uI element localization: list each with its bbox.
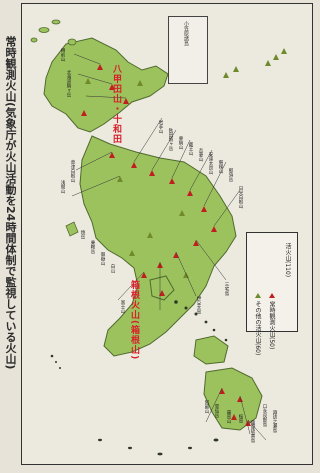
- volcano-label: 桜島: [238, 414, 243, 423]
- volcano-label: 富士山: [120, 300, 125, 314]
- volcano-label: 焼岳: [80, 230, 85, 239]
- volcano-label: 安達太良山: [208, 152, 213, 175]
- sado-island: [65, 221, 79, 237]
- volcano-label: 白山: [110, 264, 115, 273]
- volcano-label: 薩摩硫黄島: [250, 420, 255, 443]
- volcano-label: 諏訪之瀬島: [272, 410, 277, 433]
- volcano-label: 口永良部島: [262, 404, 267, 427]
- kuril-islands: [30, 19, 61, 43]
- izu-landmass: [149, 275, 175, 301]
- volcano-label: 樽前山: [60, 48, 65, 62]
- observed-volcano-icon: [269, 293, 275, 298]
- map-legend: 活火山(110) 常時観測火山(50) その他の活火山(60): [246, 232, 298, 355]
- volcano-label: 御嶽山: [100, 252, 105, 266]
- volcano-label: 岩手山: [158, 120, 163, 134]
- volcano-label: 栗駒山: [178, 136, 183, 150]
- volcano-label: 吾妻山: [198, 148, 203, 162]
- volcano-label: 那須岳: [228, 168, 233, 182]
- volcano-markers-observed: [81, 64, 251, 426]
- volcano-label: 浅間山: [60, 180, 65, 194]
- ogasawara-inset: 小笠原諸島: [168, 16, 208, 84]
- rishiri-island: [67, 38, 77, 46]
- legend-total: 活火山(110): [284, 243, 291, 278]
- ogasawara-islands: [50, 354, 61, 369]
- leader-lines: [71, 53, 267, 441]
- map-title: 常時観測火山(気象庁が火山活動を24時間体制で監視している火山): [4, 36, 17, 370]
- volcano-label: 三宅島: [224, 282, 229, 296]
- shikoku-landmass: [193, 335, 229, 365]
- volcano-label: 伊豆大島: [196, 296, 201, 314]
- volcano-label: 阿蘇山: [204, 400, 209, 414]
- hakone-label: 箱根火山(箱根山): [129, 280, 139, 361]
- hakkoda-label: 八甲田山・十和田: [111, 64, 121, 144]
- legend-other: その他の活火山(60): [254, 301, 261, 356]
- volcano-label: 草津白根山: [70, 160, 75, 183]
- volcano-label: 日光白根山: [238, 186, 243, 209]
- izu-islands: [174, 300, 228, 342]
- legend-observed: 常時観測火山(50): [268, 301, 275, 350]
- honshu-landmass: [79, 135, 237, 357]
- volcano-label: 霧島山: [226, 410, 231, 424]
- volcano-label: 雲仙岳: [214, 404, 219, 418]
- other-volcano-icon: [255, 293, 261, 298]
- volcano-markers-other: [85, 48, 287, 278]
- nansei-islands: [98, 438, 219, 456]
- volcano-label: 乗鞍岳: [90, 240, 95, 254]
- volcano-label: 磐梯山: [218, 160, 223, 174]
- hokkaido-landmass: [43, 37, 169, 133]
- volcano-label: 秋田駒ヶ岳: [168, 128, 173, 151]
- volcano-label: 北海道駒ヶ岳: [66, 70, 71, 97]
- volcano-label: 蔵王山: [188, 142, 193, 156]
- inset-label: 小笠原諸島: [183, 21, 189, 46]
